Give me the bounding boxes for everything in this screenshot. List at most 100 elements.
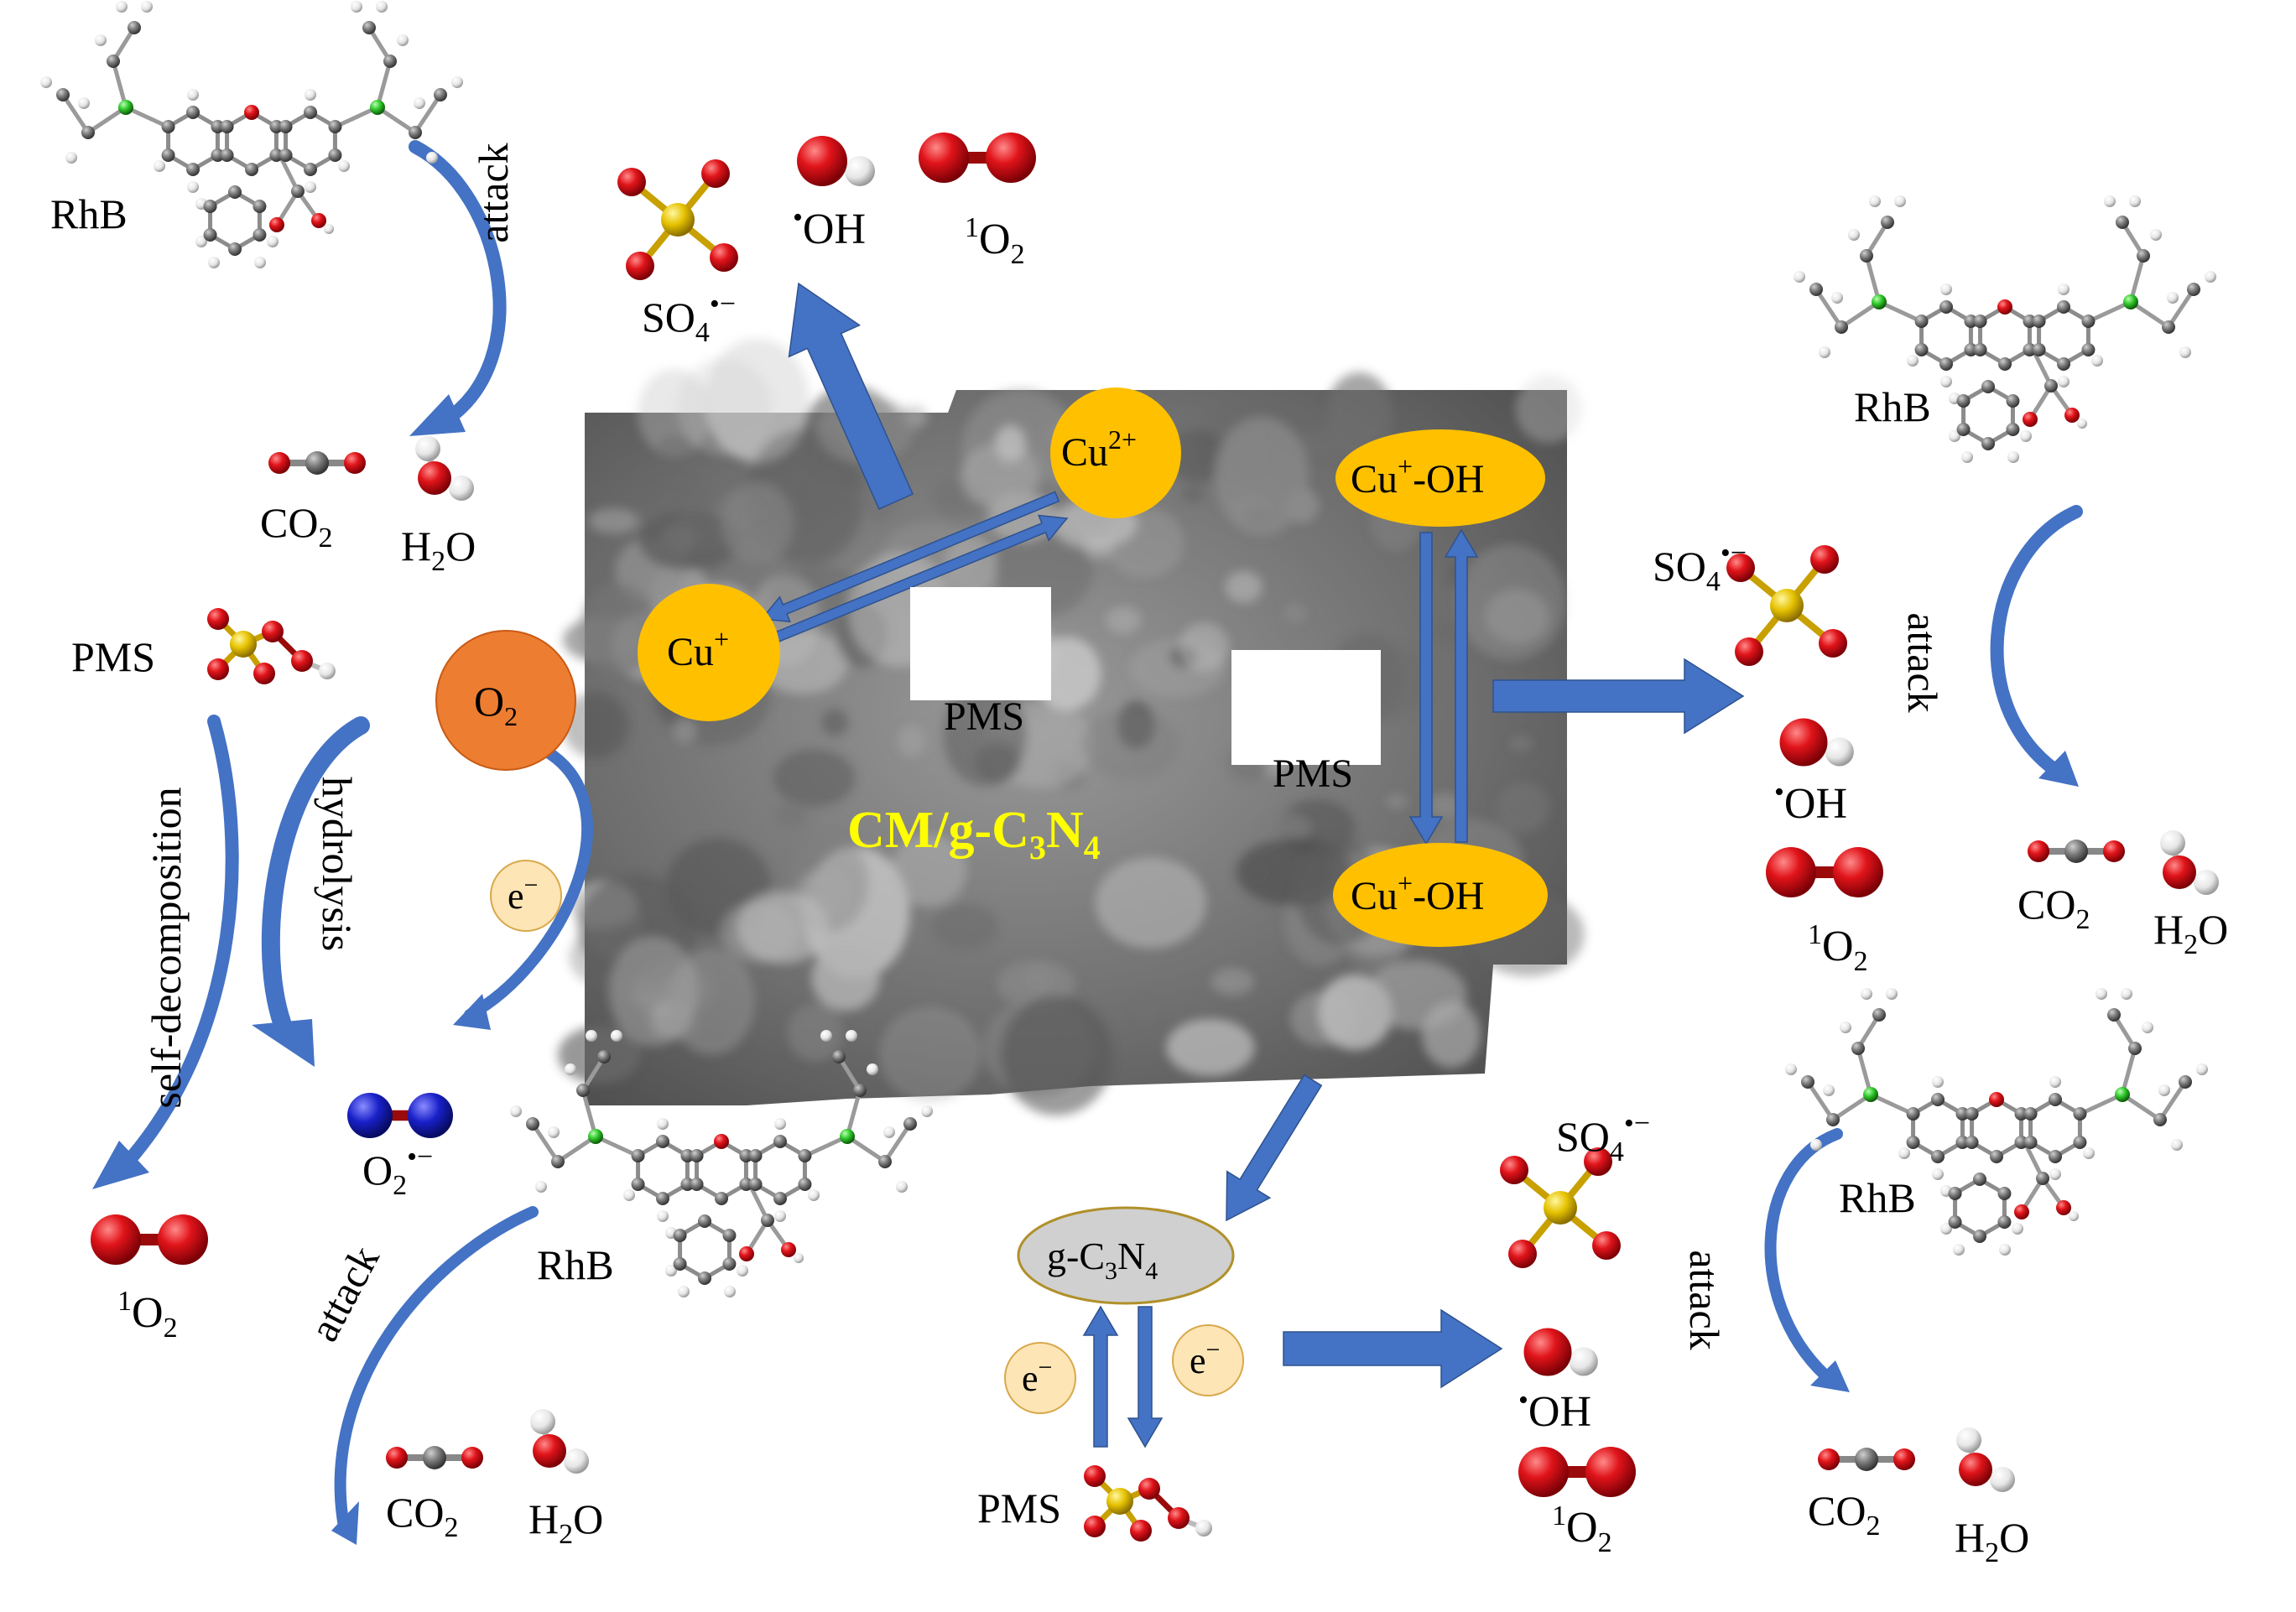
h2o-label-top-left: H2O — [401, 523, 476, 577]
svg-text:g-C3N4: g-C3N4 — [1047, 1235, 1158, 1285]
pms-molecule-left — [207, 608, 336, 684]
rhb-label-bottom-center: RhB — [537, 1241, 614, 1288]
svg-text:O2: O2 — [474, 678, 518, 731]
svg-text:CO2: CO2 — [386, 1489, 458, 1543]
so4-label-top: SO4•− — [642, 289, 736, 348]
rhb-label-top-left: RhB — [50, 190, 128, 237]
oh-label-bottom: •OH — [1518, 1385, 1591, 1436]
svg-text:H2O: H2O — [2153, 906, 2228, 960]
oh-molecule-right — [1779, 718, 1854, 767]
singlet-o2-molecule-left — [91, 1214, 208, 1265]
svg-text:H2O: H2O — [1955, 1514, 2029, 1568]
co2-molecule-right — [2028, 840, 2125, 863]
attack-label-bottom-right: attack — [1681, 1250, 1728, 1349]
attack-label-bottom-left: attack — [299, 1238, 388, 1349]
o2-node: O2 — [435, 630, 576, 771]
oh-molecule-bottom — [1523, 1328, 1598, 1376]
cu1-node: Cu+ — [638, 584, 780, 721]
curve-attack-right — [1990, 505, 2083, 787]
svg-text:SO4•−: SO4•− — [1556, 1108, 1650, 1167]
h2o-label-right: H2O — [2153, 906, 2228, 960]
co2-label-right: CO2 — [2017, 881, 2090, 935]
cu2-node: Cu2+ — [1050, 387, 1181, 518]
cuoh-node-top: Cu+-OH — [1335, 429, 1545, 527]
arrow-cuoh-up — [1444, 528, 1479, 843]
curve-hydrolysis — [252, 716, 370, 1067]
h2o-molecule-bottom-right — [1956, 1427, 2015, 1492]
co2-molecule-top-left — [268, 451, 366, 475]
so4-molecule-right — [1726, 545, 1847, 666]
arrow-cuoh-down — [1408, 532, 1444, 845]
svg-text:1O2: 1O2 — [117, 1286, 178, 1344]
co2-label-top-left: CO2 — [260, 499, 332, 554]
h2o-label-bottom-right: H2O — [1955, 1514, 2029, 1568]
cuoh-node-bottom: Cu+-OH — [1333, 843, 1548, 947]
so4-label-bottom: SO4•− — [1556, 1108, 1650, 1167]
svg-text:1O2: 1O2 — [1808, 919, 1868, 977]
gcn-node: g-C3N4 — [1017, 1206, 1235, 1305]
pms-card-right — [1231, 650, 1381, 765]
so4-molecule-top — [617, 159, 738, 280]
h2o-molecule-top-left — [415, 436, 474, 501]
arrow-cuoh-to-radicals-right — [1492, 658, 1745, 735]
svg-text:1O2: 1O2 — [1552, 1500, 1612, 1558]
svg-text:Cu2+: Cu2+ — [1061, 424, 1137, 475]
svg-text:H2O: H2O — [528, 1495, 603, 1550]
arrow-gcn-to-radicals-bottom — [1283, 1308, 1503, 1389]
arrow-cu2-to-radicals-top — [788, 282, 914, 510]
pms-molecule-bottom — [1084, 1465, 1212, 1542]
arrow-cu1-to-cu2 — [768, 514, 1069, 645]
co2-molecule-bottom-right — [1818, 1448, 1915, 1471]
singlet-o2-molecule-right — [1766, 847, 1883, 897]
rhb-label-right: RhB — [1854, 383, 1931, 430]
svg-text:Cu+-OH: Cu+-OH — [1351, 451, 1484, 502]
co2-label-bottom-right: CO2 — [1808, 1487, 1880, 1542]
svg-text:1O2: 1O2 — [965, 212, 1025, 270]
reaction-arrows — [760, 282, 1745, 1448]
co2-label-bottom-center: CO2 — [386, 1489, 458, 1543]
rhb-molecule-top-left — [40, 1, 463, 268]
curve-o2-to-superoxide — [453, 745, 594, 1030]
svg-text:e−: e− — [1022, 1354, 1052, 1399]
svg-text:Cu+: Cu+ — [667, 624, 729, 674]
catalyst-label: CM/g-C3N4 — [847, 802, 1101, 866]
attack-curves — [92, 140, 2083, 1545]
electron-gcn-left: e− — [1004, 1342, 1076, 1414]
arrow-cu2-to-cu1 — [760, 491, 1060, 623]
svg-text:SO4•−: SO4•− — [1653, 538, 1747, 597]
oh-label-right: •OH — [1774, 777, 1847, 828]
svg-text:Cu+-OH: Cu+-OH — [1351, 868, 1484, 918]
h2o-molecule-right — [2160, 830, 2219, 895]
svg-text:•OH: •OH — [793, 202, 866, 253]
singlet-o2-label-bottom: 1O2 — [1552, 1500, 1612, 1558]
svg-text:CO2: CO2 — [2017, 881, 2090, 935]
singlet-o2-molecule-bottom — [1518, 1447, 1636, 1497]
svg-text:O2•−: O2•− — [362, 1141, 433, 1201]
arrow-photo-to-gcn — [1226, 1074, 1323, 1222]
svg-text:SO4•−: SO4•− — [642, 289, 736, 348]
oh-label-top: •OH — [793, 202, 866, 253]
svg-text:e−: e− — [508, 871, 538, 917]
curve-attack-bottom-right — [1764, 1128, 1850, 1392]
svg-text:•OH: •OH — [1774, 777, 1847, 828]
svg-text:CO2: CO2 — [1808, 1487, 1880, 1542]
h2o-label-bottom-center: H2O — [528, 1495, 603, 1550]
hydrolysis-label: hydrolysis — [314, 777, 361, 951]
singlet-o2-label-right: 1O2 — [1808, 919, 1868, 977]
electron-gcn-right: e− — [1172, 1324, 1244, 1396]
h2o-molecule-bottom-center — [530, 1409, 589, 1474]
oh-molecule-top — [797, 136, 875, 186]
curve-self-decomposition — [92, 715, 239, 1189]
rhb-molecule-bottom-center — [510, 1030, 933, 1297]
superoxide-label: O2•− — [362, 1141, 433, 1201]
so4-label-right: SO4•− — [1653, 538, 1747, 597]
superoxide-molecule — [347, 1093, 453, 1138]
self-decomposition-label: self-decomposition — [143, 787, 190, 1108]
rhb-molecule-right — [1794, 195, 2216, 463]
attack-label-top-left: attack — [470, 143, 517, 242]
co2-molecule-bottom-center — [386, 1446, 483, 1469]
pms-label-right: PMS — [1273, 751, 1353, 796]
pms-label-bottom: PMS — [977, 1485, 1061, 1531]
